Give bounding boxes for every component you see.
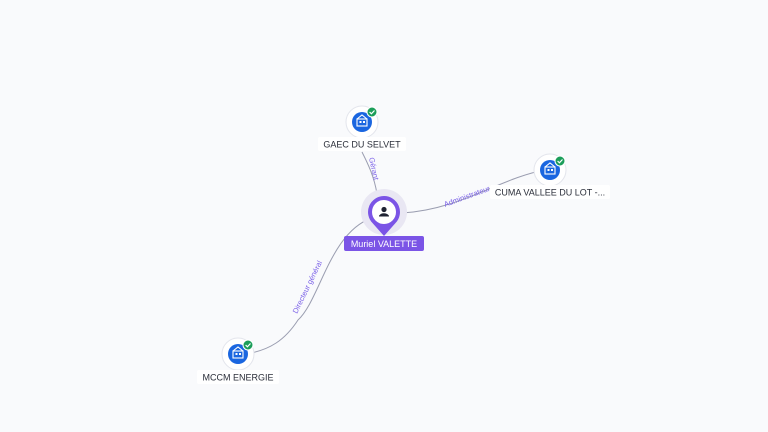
company-label-mccm: MCCM ENERGIE xyxy=(202,373,273,383)
edge-cuma xyxy=(401,169,546,214)
edge-label-cuma: Administrateur xyxy=(443,184,492,209)
check-icon xyxy=(554,155,566,167)
building-icon xyxy=(232,346,244,359)
person-icon xyxy=(379,206,389,217)
company-node-cuma[interactable]: CUMA VALLEE DU LOT -... xyxy=(490,153,610,199)
person-label: Muriel VALETTE xyxy=(351,239,417,249)
edge-label-mccm: Directeur général xyxy=(291,259,324,315)
building-icon xyxy=(356,114,368,127)
check-icon xyxy=(242,339,254,351)
edge-label-gaec: Gérant xyxy=(367,157,381,182)
company-node-gaec[interactable]: GAEC DU SELVET xyxy=(318,105,406,151)
edges: Gérant Administrateur Directeur général xyxy=(245,151,546,355)
company-node-mccm[interactable]: MCCM ENERGIE xyxy=(197,337,279,384)
check-icon xyxy=(366,106,378,118)
building-icon xyxy=(544,162,556,175)
edge-gaec xyxy=(361,151,378,195)
company-label-gaec: GAEC DU SELVET xyxy=(323,140,401,150)
company-label-cuma: CUMA VALLEE DU LOT -... xyxy=(495,188,605,198)
person-node[interactable]: Muriel VALETTE xyxy=(344,189,424,251)
